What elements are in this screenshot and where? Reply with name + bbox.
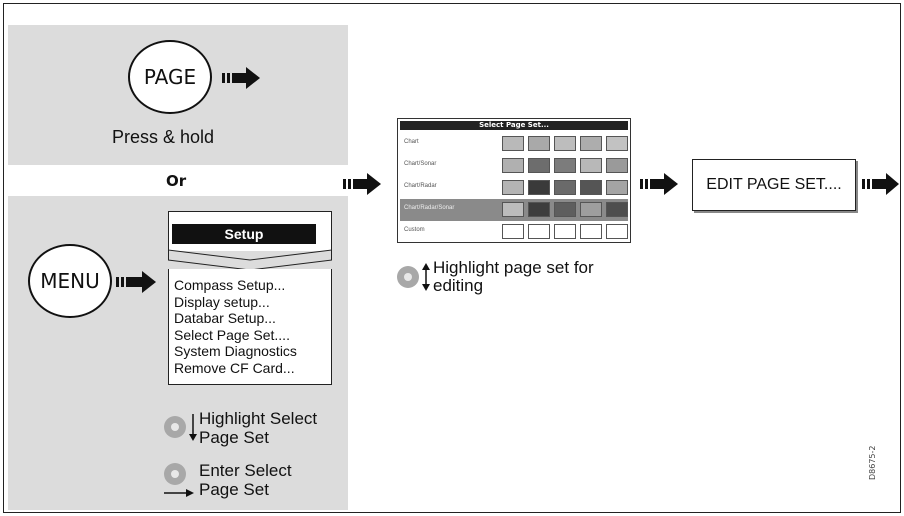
row-label: Chart/Radar/Sonar	[404, 205, 455, 211]
chart-thumbnail	[502, 136, 524, 151]
page-button-label: PAGE	[143, 65, 197, 89]
menu-button-label: MENU	[40, 269, 100, 293]
menu-item-compass-setup[interactable]: Compass Setup...	[174, 277, 286, 293]
sonar-thumbnail	[554, 158, 576, 173]
page-set-row-chart-sonar[interactable]: Chart/Sonar	[400, 155, 628, 177]
nav-step-1-line1: Highlight Select	[199, 409, 318, 428]
page-set-row-chart[interactable]: Chart	[400, 133, 628, 155]
empty-thumbnail	[502, 224, 524, 239]
highlight-step-line1: Highlight page set for	[433, 258, 594, 277]
menu-item-system-diagnostics[interactable]: System Diagnostics	[174, 343, 297, 359]
edit-page-set-button[interactable]: EDIT PAGE SET....	[692, 159, 856, 211]
trackpad-down-icon	[164, 416, 186, 438]
edit-page-set-label: EDIT PAGE SET....	[706, 176, 842, 193]
arrow-right-icon	[343, 173, 381, 195]
diagram-id: D8675-2	[868, 445, 877, 481]
row-label: Chart	[404, 139, 419, 145]
sonar-thumbnail	[528, 158, 550, 173]
page-hint: Press & hold	[112, 127, 215, 147]
menu-item-databar-setup[interactable]: Databar Setup...	[174, 310, 276, 326]
row-label: Chart/Radar	[404, 183, 437, 189]
radar-thumbnail	[528, 180, 550, 195]
page-set-row-chart-radar[interactable]: Chart/Radar	[400, 177, 628, 199]
page-set-row-custom[interactable]: Custom	[400, 221, 628, 243]
or-label: Or	[166, 172, 187, 190]
radar-thumbnail	[528, 202, 550, 217]
highlight-step-text: Highlight page set for editing	[433, 259, 594, 295]
arrow-right-icon	[222, 67, 260, 89]
down-arrow-icon	[189, 414, 197, 441]
sonar-thumbnail	[554, 202, 576, 217]
radar-thumbnail	[580, 180, 602, 195]
chart-thumbnail	[606, 180, 628, 195]
nav-step-2-line1: Enter Select	[199, 461, 292, 480]
select-page-set-screen: Select Page Set... Chart Chart/Sonar Cha…	[397, 118, 631, 243]
setup-menu-items: Compass Setup... Display setup... Databa…	[174, 277, 297, 376]
menu-item-remove-cf-card[interactable]: Remove CF Card...	[174, 359, 295, 376]
page-set-row-chart-radar-sonar[interactable]: Chart/Radar/Sonar	[400, 199, 628, 221]
chart-thumbnail	[502, 202, 524, 217]
highlight-step-line2: editing	[433, 276, 484, 295]
nav-step-2-text: Enter Select Page Set	[199, 461, 292, 499]
row-label: Custom	[404, 227, 425, 233]
setup-menu-list: Compass Setup... Display setup... Databa…	[168, 269, 332, 385]
updown-arrow-icon	[422, 263, 430, 291]
chart-thumbnail	[580, 202, 602, 217]
radar-thumbnail	[554, 180, 576, 195]
menu-item-display-setup[interactable]: Display setup...	[174, 293, 270, 310]
empty-thumbnail	[528, 224, 550, 239]
chart-thumbnail	[528, 136, 550, 151]
empty-thumbnail	[554, 224, 576, 239]
screen-title-bar: Select Page Set...	[400, 121, 628, 130]
enter-arrow-icon	[164, 489, 194, 497]
chart-thumbnail	[606, 136, 628, 151]
setup-menu-title: Setup	[172, 224, 316, 244]
sonar-thumbnail	[606, 202, 628, 217]
chart-thumbnail	[554, 136, 576, 151]
trackpad-updown-icon	[397, 266, 419, 288]
chart-thumbnail	[580, 136, 602, 151]
arrow-right-icon	[862, 173, 899, 195]
trackpad-enter-icon	[164, 463, 186, 485]
menu-button[interactable]: MENU	[28, 244, 112, 318]
empty-thumbnail	[606, 224, 628, 239]
chart-thumbnail	[580, 158, 602, 173]
arrow-right-icon	[640, 173, 678, 195]
nav-step-2-line2: Page Set	[199, 480, 269, 499]
chart-thumbnail	[606, 158, 628, 173]
row-label: Chart/Sonar	[404, 161, 437, 167]
empty-thumbnail	[580, 224, 602, 239]
chart-thumbnail	[502, 158, 524, 173]
nav-step-1-text: Highlight Select Page Set	[199, 409, 317, 447]
menu-item-select-page-set[interactable]: Select Page Set....	[174, 326, 290, 343]
chart-thumbnail	[502, 180, 524, 195]
page-button[interactable]: PAGE	[128, 40, 212, 114]
arrow-right-icon	[116, 271, 156, 293]
nav-step-1-line2: Page Set	[199, 428, 269, 447]
